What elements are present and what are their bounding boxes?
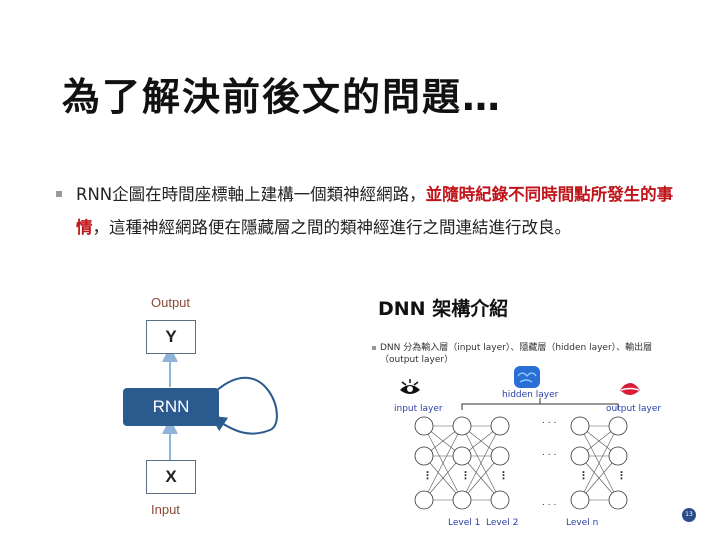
ellipsis-top: . . . — [542, 416, 557, 426]
ellipsis-middle: . . . — [542, 448, 557, 458]
dnn-node — [452, 446, 472, 466]
dnn-title: DNN 架構介紹 — [378, 298, 509, 320]
output-label: Output — [151, 295, 191, 310]
eye-icon — [400, 379, 420, 394]
dnn-connection — [461, 425, 501, 501]
input-label: Input — [151, 502, 180, 517]
level-n-label: Level n — [566, 518, 599, 528]
rnn-diagram: Output Y RNN X Input — [115, 292, 305, 527]
dnn-node — [490, 446, 510, 466]
hidden-layer-label: hidden layer — [502, 390, 559, 400]
dnn-node — [452, 416, 472, 436]
dnn-connection — [579, 455, 619, 501]
dnn-node — [608, 490, 628, 510]
bullet-text-part2: ，這種神經網路便在隱藏層之間的類神經進行之間連結進行改良。 — [92, 218, 572, 237]
level-2-label: Level 2 — [486, 518, 519, 528]
dnn-node — [414, 446, 434, 466]
input-node-x: X — [146, 460, 196, 494]
dnn-network-graphic: ⋮ ⋮ ⋮ ⋮ ⋮ — [400, 366, 640, 510]
slide-title: 為了解決前後文的問題… — [62, 75, 503, 119]
dnn-nodes: ⋮ ⋮ ⋮ ⋮ ⋮ — [414, 416, 628, 510]
output-node-y: Y — [146, 320, 196, 354]
rnn-connectors — [162, 346, 278, 460]
bullet-marker — [56, 191, 62, 197]
input-layer-label: input layer — [394, 404, 443, 414]
dnn-node — [608, 446, 628, 466]
dnn-node — [452, 490, 472, 510]
dnn-connection — [423, 425, 463, 501]
dnn-vertical-dots: ⋮ — [499, 471, 508, 481]
output-layer-label: output layer — [606, 404, 662, 414]
dnn-bullet-marker — [372, 346, 376, 350]
bullet-highlight: 並隨時紀錄不同時間點所發生的事情 — [76, 185, 674, 237]
dnn-node — [414, 416, 434, 436]
bullet-text: RNN企圖在時間座標軸上建構一個類神經網路，並隨時紀錄不同時間點所發生的事情，這… — [76, 178, 676, 244]
dnn-vertical-dots: ⋮ — [461, 471, 470, 481]
dnn-connection — [461, 455, 501, 501]
dnn-vertical-dots: ⋮ — [579, 471, 588, 481]
dnn-node — [608, 416, 628, 436]
dnn-node — [570, 490, 590, 510]
dnn-connection — [579, 425, 619, 501]
ellipsis-bottom: . . . — [542, 498, 557, 508]
dnn-node — [490, 416, 510, 436]
bullet-point: RNN企圖在時間座標軸上建構一個類神經網路，並隨時紀錄不同時間點所發生的事情，這… — [56, 178, 676, 244]
level-1-label: Level 1 — [448, 518, 481, 528]
brain-icon — [514, 366, 540, 388]
dnn-description: DNN 分為輸入層（input layer）、隱藏層（hidden layer）… — [372, 342, 672, 366]
dnn-figure: DNN 架構介紹 DNN 分為輸入層（input layer）、隱藏層（hidd… — [362, 290, 672, 535]
rnn-core: RNN — [123, 388, 219, 426]
bullet-text-part1: RNN企圖在時間座標軸上建構一個類神經網路， — [76, 185, 426, 204]
dnn-vertical-dots: ⋮ — [617, 471, 626, 481]
dnn-connection — [423, 455, 463, 501]
dnn-node — [570, 446, 590, 466]
lips-icon — [620, 383, 640, 395]
dnn-node — [490, 490, 510, 510]
dnn-vertical-dots: ⋮ — [423, 471, 432, 481]
page-number: 13 — [682, 508, 696, 522]
dnn-node — [414, 490, 434, 510]
dnn-node — [570, 416, 590, 436]
